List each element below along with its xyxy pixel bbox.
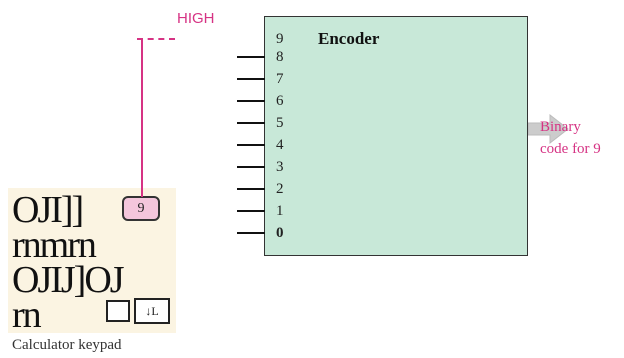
keypad-row-4: rn	[12, 294, 42, 336]
encoder-title: Encoder	[318, 29, 380, 48]
keypad-row-3: OJIJ]OJ	[12, 259, 125, 301]
pin-line-0	[237, 232, 265, 234]
pin-line-7	[237, 78, 265, 80]
pin-line-5	[237, 122, 265, 124]
high-signal-dashed-line	[137, 38, 175, 40]
pin-label-1: 1	[276, 203, 284, 219]
output-arrow-icon	[528, 113, 569, 145]
pin-line-1	[237, 210, 265, 212]
pin-line-3	[237, 166, 265, 168]
pin-label-5: 5	[276, 115, 284, 131]
pin-label-8: 8	[276, 49, 284, 65]
pin-line-2	[237, 188, 265, 190]
pin-line-6	[237, 100, 265, 102]
binary-output-label: Binary code for 9	[540, 116, 601, 160]
pin-label-7: 7	[276, 71, 284, 87]
pin-label-2: 2	[276, 181, 284, 197]
keypad-row-1: OJI]]	[12, 189, 84, 231]
pin-line-4	[237, 144, 265, 146]
high-label: HIGH	[177, 10, 215, 27]
keypad-small-key: ↓L	[134, 298, 170, 324]
pin-label-6: 6	[276, 93, 284, 109]
keypad-row-2: rnmrn	[12, 224, 97, 266]
pin-label-4: 4	[276, 137, 284, 153]
binary-output-label-line2: code for 9	[540, 141, 601, 157]
high-signal-wire	[141, 40, 143, 197]
encoder-block	[264, 16, 528, 256]
key-9-pressed: 9	[122, 196, 160, 221]
pin-label-0: 0	[276, 225, 284, 241]
binary-output-label-line1: Binary	[540, 119, 581, 135]
keypad-square-key	[106, 300, 130, 322]
pin-line-8	[237, 56, 265, 58]
keypad-caption: Calculator keypad	[12, 337, 122, 353]
pin-label-9: 9	[276, 31, 284, 47]
pin-label-3: 3	[276, 159, 284, 175]
